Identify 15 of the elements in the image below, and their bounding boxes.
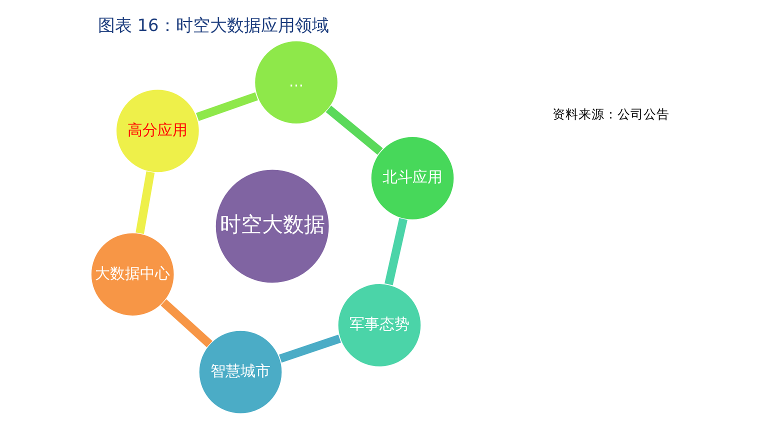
connector — [196, 92, 258, 120]
node-circle: 北斗应用 — [370, 135, 455, 220]
node-circle: … — [254, 40, 338, 124]
node-circle: 军事态势 — [337, 282, 422, 367]
connector — [326, 105, 383, 154]
connector — [278, 334, 341, 362]
connector — [136, 170, 155, 234]
connector — [384, 218, 408, 285]
node-circle: 时空大数据 — [214, 168, 330, 284]
node-circle: 大数据中心 — [90, 232, 175, 316]
node-circle: 高分应用 — [115, 88, 200, 173]
caption: 资料来源：公司公告 — [552, 106, 670, 121]
diagram-title: 图表 16：时空大数据应用领域 — [98, 14, 329, 34]
node-circle: 智慧城市 — [198, 329, 283, 414]
connector — [160, 298, 212, 347]
